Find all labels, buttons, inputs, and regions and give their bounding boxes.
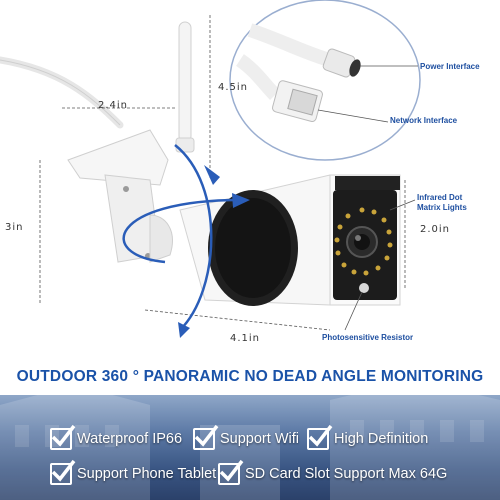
wall-mount [67, 129, 169, 186]
photosensitive-resistor [359, 283, 369, 293]
check-icon [193, 424, 219, 450]
feature-label: High Definition [334, 431, 429, 447]
building-background [0, 395, 500, 500]
feature-waterproof: Waterproof IP66 [50, 424, 183, 450]
feature-banner: Waterproof IP66 Support Wifi High Defini… [0, 395, 500, 500]
feature-label: Support Phone Tablet [77, 466, 217, 482]
connector-inset [229, 0, 421, 161]
feature-wifi: Support Wifi [193, 424, 299, 450]
feature-label: SD Card Slot Support Max 64G [245, 466, 448, 482]
dimension-lens-height: 2.0in [420, 224, 451, 235]
feature-label: Waterproof IP66 [77, 431, 183, 447]
antenna [178, 21, 192, 143]
check-icon [50, 424, 76, 450]
callout-network-interface: Network Interface [390, 116, 458, 125]
check-icon [307, 424, 333, 450]
feature-high-definition: High Definition [307, 424, 429, 450]
callout-power-interface: Power Interface [420, 62, 480, 71]
dimension-length-bottom: 4.1in [230, 333, 261, 344]
camera-illustration [0, 0, 421, 338]
callout-infrared-lights: Infrared Dot Matrix Lights [417, 193, 467, 212]
check-icon [218, 459, 244, 485]
feature-phone-tablet: Support Phone Tablet [50, 459, 217, 485]
infrared-led-ring [334, 207, 393, 276]
feature-sd-card: SD Card Slot Support Max 64G [218, 459, 448, 485]
callout-photosensitive-resistor: Photosensitive Resistor [322, 333, 414, 342]
check-icon [50, 459, 76, 485]
dimension-width-top: 2.4in [98, 100, 129, 111]
dimension-antenna-height: 4.5in [218, 82, 249, 93]
rotation-arrow-icon [122, 144, 241, 331]
cable [0, 56, 124, 129]
dimension-height-left: 3in [5, 222, 24, 233]
feature-label: Support Wifi [220, 431, 299, 447]
headline: OUTDOOR 360 ° PANORAMIC NO DEAD ANGLE MO… [16, 368, 484, 385]
